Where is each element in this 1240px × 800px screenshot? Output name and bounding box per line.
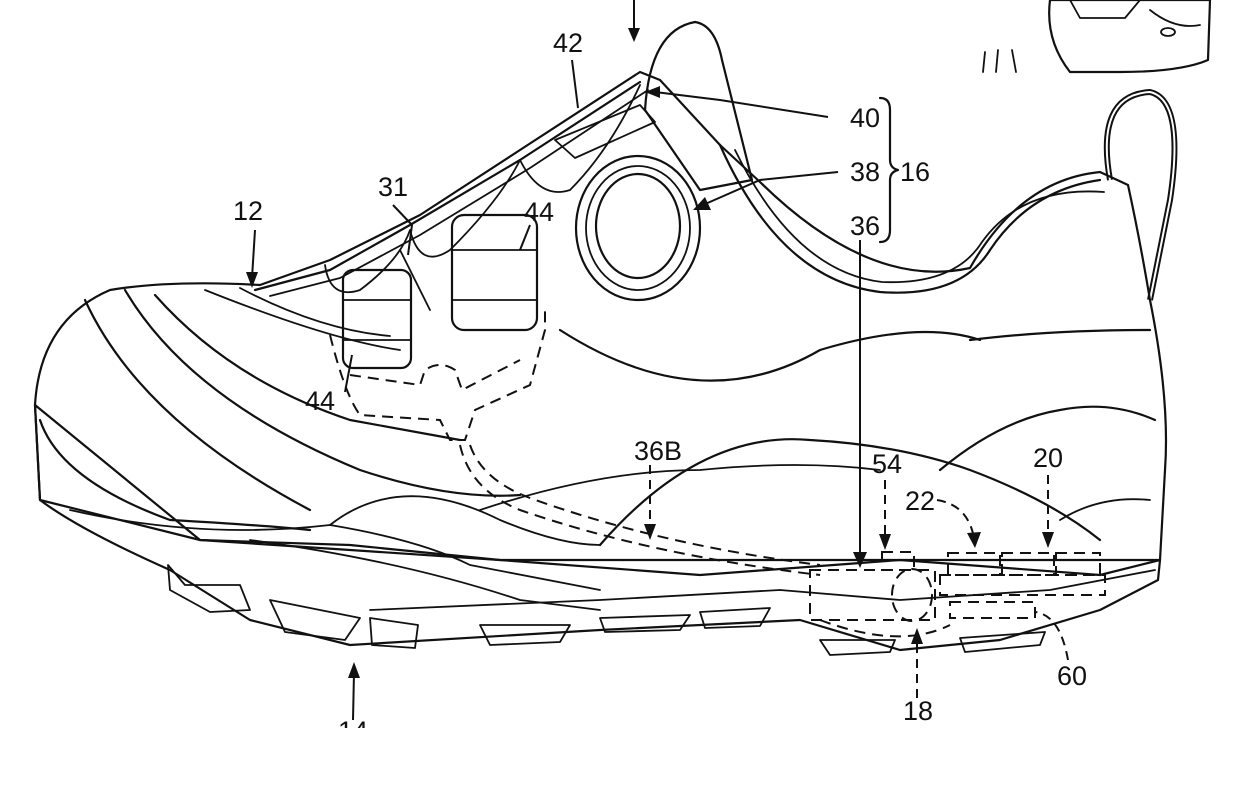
label-40: 40 <box>850 103 880 133</box>
shoe-upper <box>33 70 1168 577</box>
sole-lugs <box>167 564 1046 656</box>
label-36: 36 <box>850 211 880 241</box>
bracket-16 <box>878 96 900 244</box>
label-20: 20 <box>1033 443 1063 473</box>
label-36b: 36B <box>634 436 682 466</box>
hidden-internals <box>329 305 1106 638</box>
label-42: 42 <box>553 28 583 58</box>
bottom-crop <box>0 728 1240 800</box>
corner-partial-figure <box>982 0 1212 74</box>
reference-numerals: 42 40 38 16 36 12 31 44 44 36B 54 22 20 … <box>233 28 1087 746</box>
label-60: 60 <box>1057 661 1087 691</box>
lace-guide-left <box>341 268 413 370</box>
lace-path <box>253 80 656 311</box>
label-54: 54 <box>872 449 902 479</box>
sole <box>33 403 1162 652</box>
collar <box>718 143 1102 294</box>
heel-loop <box>1103 88 1178 301</box>
dial <box>574 154 702 302</box>
lace-guide-right <box>450 213 539 332</box>
label-38: 38 <box>850 157 880 187</box>
label-12: 12 <box>233 196 263 226</box>
label-44-right: 44 <box>524 197 554 227</box>
label-18: 18 <box>903 696 933 726</box>
leader-lines <box>246 0 1069 721</box>
label-31: 31 <box>378 172 408 202</box>
label-44-left: 44 <box>305 386 335 416</box>
panel-lines <box>38 287 1157 611</box>
tongue <box>643 20 754 192</box>
label-16: 16 <box>900 157 930 187</box>
label-22: 22 <box>905 486 935 516</box>
